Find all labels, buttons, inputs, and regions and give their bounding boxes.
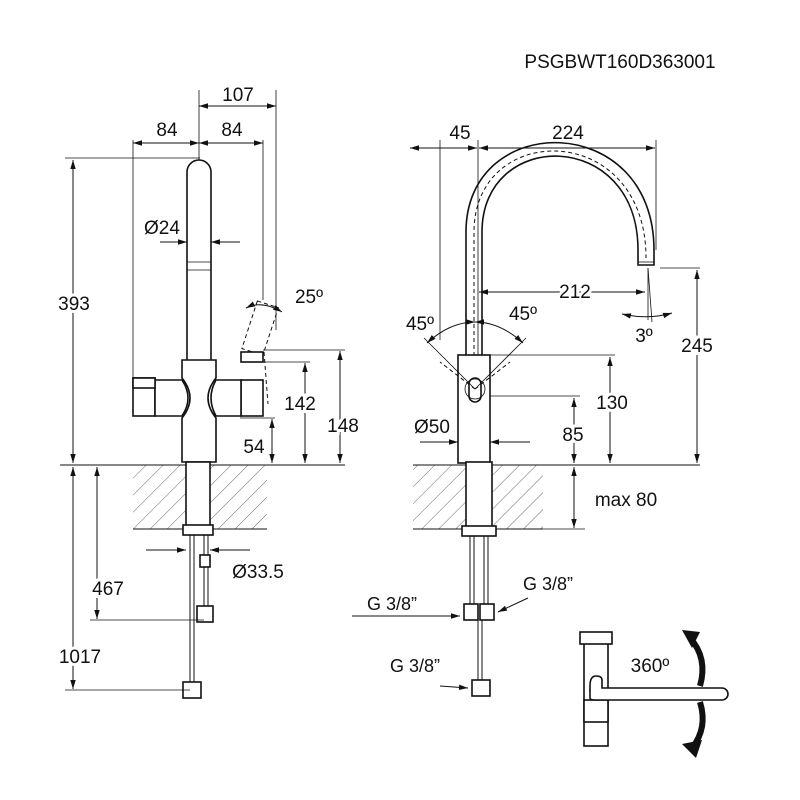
product-code: PSGBWT160D363001: [524, 52, 715, 73]
right-lever-block: [240, 379, 264, 417]
dim-130: 130: [596, 393, 628, 414]
dim-25deg: 25º: [295, 287, 323, 308]
thread-label-left: G 3/8”: [367, 594, 417, 614]
dim-142: 142: [284, 394, 316, 415]
lever-front: [468, 377, 482, 403]
hose-connector-right-2: [479, 603, 495, 621]
dim-212: 212: [559, 282, 591, 303]
dim-max-80: max 80: [595, 490, 657, 511]
dim-54: 54: [243, 437, 265, 458]
rotation-view: 360º: [579, 630, 729, 758]
dim-360deg: 360º: [631, 656, 670, 677]
dim-45deg-right: 45º: [509, 304, 537, 325]
faucet-body-front: [457, 354, 491, 464]
dim-245: 245: [681, 336, 713, 357]
dim-1017: 1017: [59, 647, 101, 668]
hose-connector-right-1: [463, 603, 479, 621]
rotation-lever: [589, 675, 729, 701]
hose-connector-right-3: [471, 679, 491, 697]
thread-label-right: G 3/8”: [523, 574, 573, 594]
dim-224: 224: [552, 123, 584, 144]
dim-45deg-left: 45º: [406, 314, 434, 335]
front-view: 45º 45º 45 224 212 3º: [352, 123, 716, 697]
dim-diameter-50: Ø50: [414, 417, 450, 438]
dim-diameter-24: Ø24: [144, 218, 180, 239]
faucet-body-side: [181, 359, 217, 463]
dim-148: 148: [327, 416, 359, 437]
dim-84-left: 84: [156, 120, 178, 141]
dim-467: 467: [92, 579, 124, 600]
thread-label-bottom: G 3/8”: [390, 656, 440, 676]
curved-arrow-down-icon: [682, 701, 706, 758]
hose-connector-left-1: [196, 605, 214, 623]
side-view: 107 84 84 Ø24 393 25º 142 148 54 Ø33.5 4…: [55, 85, 362, 699]
dim-85: 85: [562, 425, 583, 446]
shank-left: [185, 461, 211, 533]
dim-393: 393: [58, 294, 90, 315]
spout-tube-side: [186, 159, 212, 366]
dim-diameter-33-5: Ø33.5: [232, 562, 284, 583]
dim-84-right: 84: [221, 120, 243, 141]
curved-arrow-up-icon: [682, 630, 706, 687]
dim-45: 45: [449, 123, 470, 144]
dim-107: 107: [222, 85, 254, 106]
dim-3deg: 3º: [635, 326, 653, 347]
shank-right: [465, 461, 493, 535]
gooseneck-spout: [465, 141, 655, 361]
